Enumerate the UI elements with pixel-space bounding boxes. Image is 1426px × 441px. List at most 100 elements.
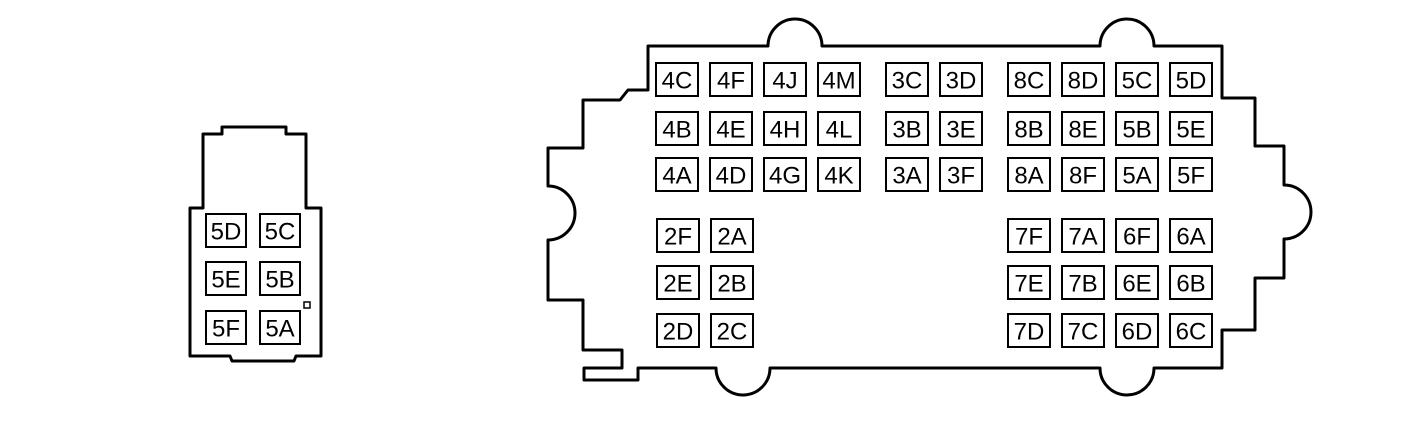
pin-cell-6c: 6C <box>1169 313 1213 348</box>
pin-cell-label: 5F <box>212 316 240 343</box>
pin-cell-label: 8A <box>1014 163 1043 190</box>
pin-cell-box <box>655 157 699 192</box>
pin-cell-label: 3B <box>892 117 921 144</box>
pin-cell-label: 4J <box>772 68 797 95</box>
pin-cell-label: 3D <box>946 68 977 95</box>
pin-cell-label: 8C <box>1014 68 1045 95</box>
pin-cell-label: 3E <box>946 117 975 144</box>
pin-cell-box <box>885 62 929 97</box>
pin-cell-label: 4B <box>662 117 691 144</box>
pin-cell-label: 4E <box>716 117 745 144</box>
pin-cell-label: 7A <box>1068 224 1097 251</box>
pin-cell-4l: 4L <box>817 111 861 146</box>
pin-cell-box <box>885 157 929 192</box>
pin-cell-3b: 3B <box>885 111 929 146</box>
pin-cell-label: 7B <box>1068 271 1097 298</box>
pin-cell-4e: 4E <box>709 111 753 146</box>
pin-cell-box <box>763 111 807 146</box>
pin-cell-box <box>763 62 807 97</box>
pin-cell-7a: 7A <box>1061 218 1105 253</box>
pin-cell-5d: 5D <box>1169 62 1213 97</box>
pin-cell-label: 5B <box>1122 117 1151 144</box>
pin-cell-box <box>1061 157 1105 192</box>
pin-cell-box <box>1115 313 1159 348</box>
pin-cell-box <box>259 213 301 248</box>
pin-cell-box <box>656 313 700 348</box>
pin-cell-label: 2C <box>717 319 748 346</box>
pin-cell-label: 8F <box>1069 163 1097 190</box>
pin-cell-label: 2B <box>717 271 746 298</box>
pin-cell-5a: 5A <box>259 310 301 345</box>
pin-cell-5a: 5A <box>1115 157 1159 192</box>
pin-cell-label: 6B <box>1176 271 1205 298</box>
pin-cell-box <box>709 62 753 97</box>
pin-cell-box <box>656 265 700 300</box>
pin-cell-label: 4K <box>824 163 853 190</box>
pin-cell-5d: 5D <box>205 213 247 248</box>
pin-cell-label: 4C <box>662 68 693 95</box>
large-connector-outline <box>546 17 1313 397</box>
pin-cell-box <box>1007 265 1051 300</box>
pin-cell-4g: 4G <box>763 157 807 192</box>
pin-cell-6a: 6A <box>1169 218 1213 253</box>
pin-cell-box <box>1061 265 1105 300</box>
pin-cell-8c: 8C <box>1007 62 1051 97</box>
pin-cell-box <box>1007 313 1051 348</box>
pin-cell-5f: 5F <box>1169 157 1213 192</box>
pin-cell-4a: 4A <box>655 157 699 192</box>
pin-cell-label: 2E <box>663 271 692 298</box>
pin-cell-2e: 2E <box>656 265 700 300</box>
pin-cell-box <box>1115 62 1159 97</box>
pin-cell-label: 2F <box>664 224 692 251</box>
pin-cell-label: 8B <box>1014 117 1043 144</box>
pin-cell-box <box>1061 62 1105 97</box>
pin-cell-box <box>709 157 753 192</box>
pin-cell-box <box>1115 157 1159 192</box>
pin-cell-label: 7F <box>1015 224 1043 251</box>
pin-cell-label: 5E <box>1176 117 1205 144</box>
pin-cell-label: 4G <box>769 163 801 190</box>
pin-cell-2b: 2B <box>710 265 754 300</box>
pin-cell-box <box>1169 313 1213 348</box>
pin-cell-box <box>1115 218 1159 253</box>
pin-cell-label: 5D <box>1176 68 1207 95</box>
pin-cell-label: 5C <box>265 219 296 246</box>
pin-cell-4m: 4M <box>817 62 861 97</box>
pin-cell-label: 3F <box>947 163 975 190</box>
pin-cell-box <box>1169 218 1213 253</box>
pin-cell-box <box>205 261 247 296</box>
pin-cell-3a: 3A <box>885 157 929 192</box>
pin-cell-label: 6E <box>1122 271 1151 298</box>
pin-cell-3f: 3F <box>939 157 983 192</box>
pin-cell-box <box>1007 111 1051 146</box>
pin-cell-7b: 7B <box>1061 265 1105 300</box>
pin-cell-4f: 4F <box>709 62 753 97</box>
pin-cell-3d: 3D <box>939 62 983 97</box>
pin-cell-box <box>205 310 247 345</box>
pin-cell-6e: 6E <box>1115 265 1159 300</box>
small-connector-key-marker <box>303 301 311 309</box>
pin-cell-box <box>817 62 861 97</box>
pin-cell-box <box>1169 265 1213 300</box>
pin-cell-label: 5E <box>211 267 240 294</box>
pin-cell-box <box>1007 157 1051 192</box>
pin-cell-box <box>259 261 301 296</box>
pin-cell-label: 6D <box>1122 319 1153 346</box>
pin-cell-box <box>710 265 754 300</box>
pin-cell-label: 4L <box>826 117 853 144</box>
pin-cell-label: 3A <box>892 163 921 190</box>
pin-cell-box <box>655 62 699 97</box>
pin-cell-5e: 5E <box>205 261 247 296</box>
pin-cell-box <box>939 62 983 97</box>
pin-cell-7f: 7F <box>1007 218 1051 253</box>
pin-cell-label: 4A <box>662 163 691 190</box>
pin-cell-4b: 4B <box>655 111 699 146</box>
pin-cell-label: 4F <box>717 68 745 95</box>
pin-cell-box <box>259 310 301 345</box>
pin-cell-2f: 2F <box>656 218 700 253</box>
pin-cell-label: 6A <box>1176 224 1205 251</box>
pin-cell-label: 4H <box>770 117 801 144</box>
pin-cell-label: 6C <box>1176 319 1207 346</box>
pin-cell-box <box>1169 111 1213 146</box>
